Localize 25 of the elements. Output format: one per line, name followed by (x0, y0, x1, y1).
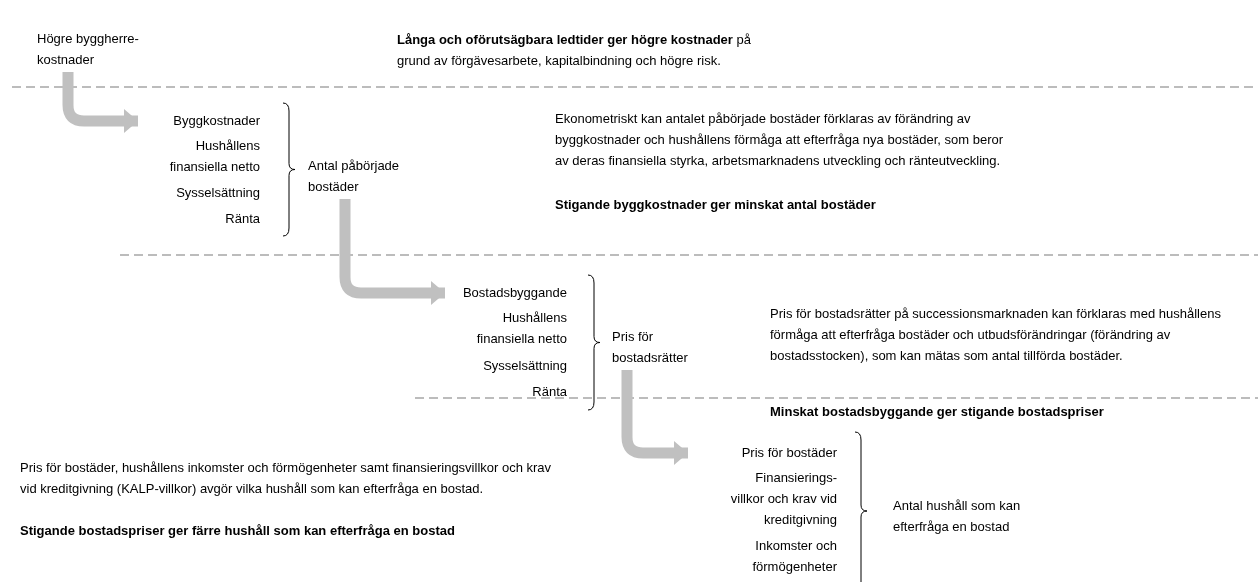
explanation-text: Ekonometriskt kan antalet påbörjade bostäder förklaras av förändring av byggkostnader och hushållens förmåga att efterfråga nya bostäder, som beror av deras finansiella styrka, arbetsmarknadens utveckling och ränteutveckling. (555, 110, 1005, 170)
factor-label: Ränta (531, 383, 567, 401)
outcome-label: Pris för bostadsrätter (612, 326, 712, 368)
cause-label: Högre byggherre-kostnader (37, 28, 162, 70)
factor-label: Sysselsättning (482, 357, 567, 375)
conclusion-text: Minskat bostadsbyggande ger stigande bostadspriser (770, 403, 1105, 421)
explanation-text: Pris för bostäder, hushållens inkomster och förmögenheter samt finansieringsvillkor och krav vid kreditgivning (KALP-villkor) avgör vilka hushåll som kan efterfråga en bostad. (20, 459, 553, 498)
arrow (621, 370, 688, 465)
factor-label: Hushållens finansiella netto (475, 309, 567, 348)
factor-label: Hushållens finansiella netto (168, 137, 260, 176)
factor-label: Pris för bostäder (690, 442, 837, 463)
factor-label: Bostadsbyggande (447, 282, 567, 303)
outcome-label: Antal påbörjade bostäder (308, 155, 428, 197)
factor-label: Inkomster och förmögenheter (751, 537, 837, 576)
factor-label: Ränta (224, 210, 260, 228)
conclusion-text: Stigande bostadspriser ger färre hushåll som kan efterfråga en bostad (20, 522, 456, 540)
outcome-label: Antal hushåll som kan efterfråga en bostad (893, 495, 1063, 537)
arrow (339, 199, 445, 305)
factor-label: Sysselsättning (175, 184, 260, 202)
arrow (62, 72, 138, 133)
factor-label: Byggkostnader (140, 110, 260, 131)
conclusion-text: Stigande byggkostnader ger minskat antal bostäder (555, 196, 877, 214)
explanation-text: Pris för bostadsrätter på successionsmarknaden kan förklaras med hushållens förmåga att efterfråga bostäder och utbudsförändringar (förändring av bostadsstocken), som kan mätas som antal tillförda bostäder. (770, 305, 1222, 365)
factor-label: Finansierings-villkor och krav vid kreditgivning (729, 469, 837, 529)
note-text: Långa och oförutsägbara ledtider ger högre kostnader på grund av förgävesarbete, kapitalbindning och högre risk. (397, 31, 752, 70)
